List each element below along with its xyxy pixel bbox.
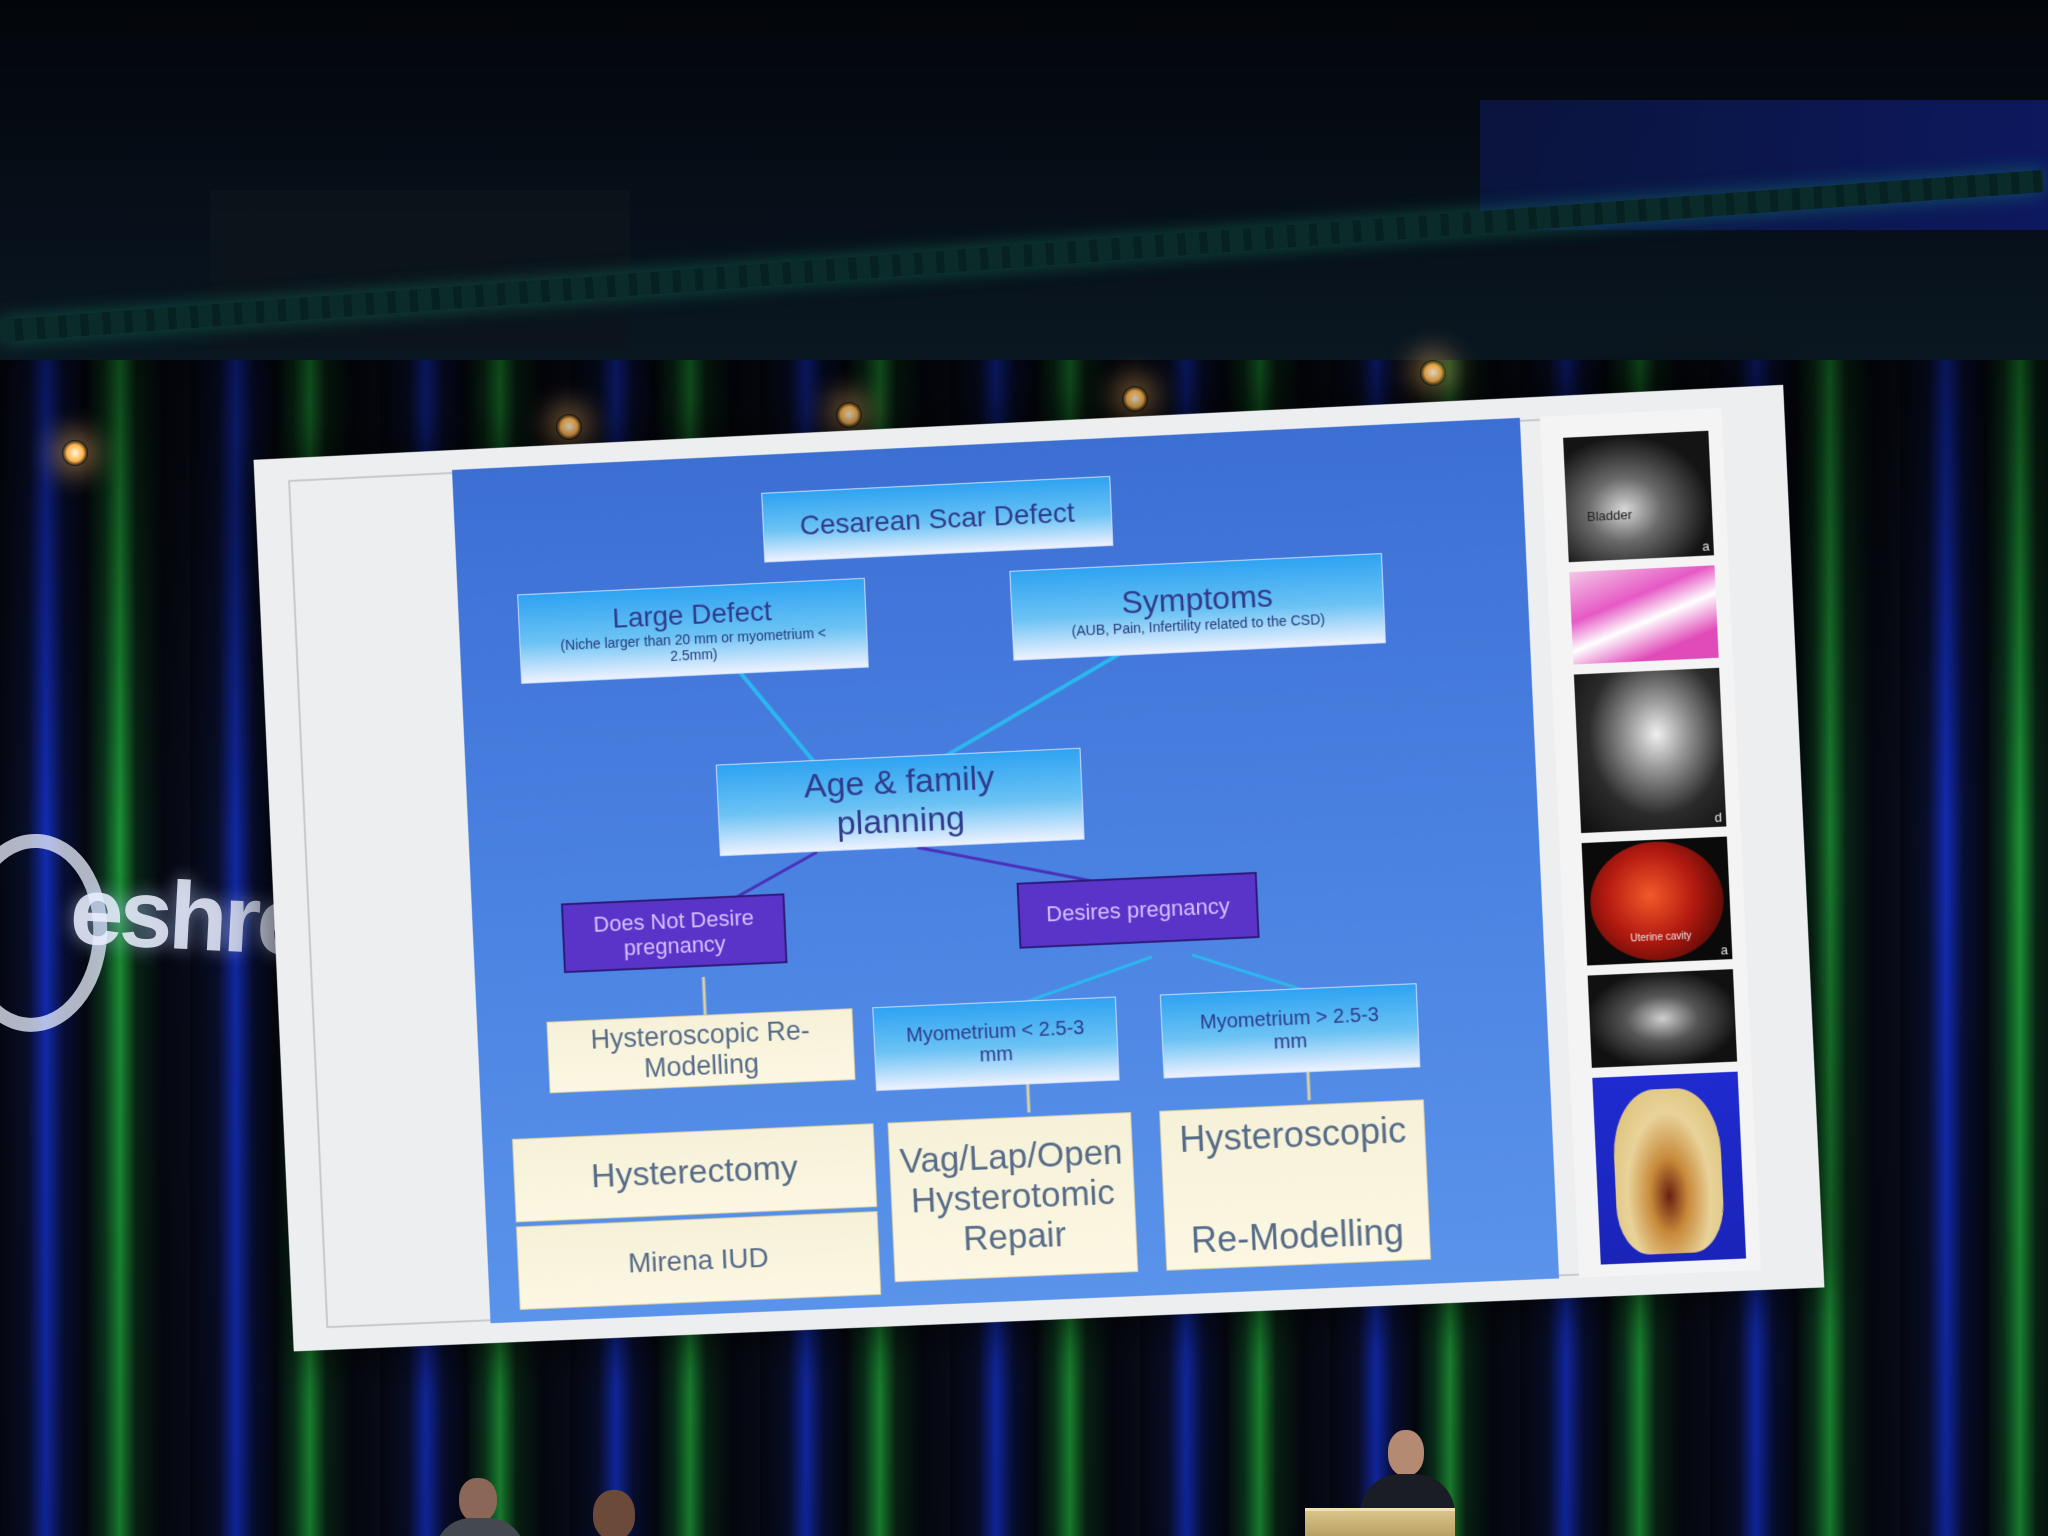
podium xyxy=(1305,1508,1455,1536)
node-myometrium-low: Myometrium < 2.5-3 mm xyxy=(872,996,1120,1092)
ceiling-panel xyxy=(210,190,630,350)
myo-high-label: Myometrium > 2.5-3 mm xyxy=(1199,1003,1380,1054)
hysteroscopic-large-line2: Re-Modelling xyxy=(1190,1210,1405,1261)
uterus-specimen xyxy=(1611,1086,1726,1256)
projection-screen: Cesarean Scar Defect Large Defect (Niche… xyxy=(253,384,1825,1352)
node-mirena-iud: Mirena IUD xyxy=(515,1211,882,1311)
stage-spotlight xyxy=(836,402,862,428)
node-desires-pregnancy: Desires pregnancy xyxy=(1016,871,1260,949)
connector-line xyxy=(1308,1070,1309,1100)
ultrasound-thumbnail xyxy=(1587,969,1738,1068)
node-does-not-desire: Does Not Desire pregnancy xyxy=(560,893,788,974)
hysteroscopy-view xyxy=(1587,838,1727,964)
hysterectomy-label: Hysterectomy xyxy=(590,1148,799,1196)
stage-spotlight xyxy=(1420,360,1446,386)
histology-thumbnail xyxy=(1569,565,1719,665)
remodelling-small-label: Hysteroscopic Re-Modelling xyxy=(589,1015,811,1084)
mri-label: Bladder xyxy=(1586,506,1633,525)
node-symptoms: Symptoms (AUB, Pain, Infertility related… xyxy=(1009,553,1386,661)
connector-lines xyxy=(452,418,1559,1113)
person-head xyxy=(593,1490,635,1536)
person-head xyxy=(459,1478,497,1522)
connector-line xyxy=(703,977,705,1017)
panelist xyxy=(435,1478,525,1536)
connector-line xyxy=(1022,957,1154,1003)
large-defect-detail: (Niche larger than 20 mm or myometrium <… xyxy=(560,624,827,665)
panelist xyxy=(585,1490,645,1536)
flowchart-slide: Cesarean Scar Defect Large Defect (Niche… xyxy=(451,417,1560,1324)
thumbnail-column: Bladder a d Uterine cavity a xyxy=(1539,407,1761,1278)
node-vag-lap-open-repair: Vag/Lap/Open Hysterotomic Repair xyxy=(887,1112,1139,1283)
not-desire-label: Does Not Desire pregnancy xyxy=(592,904,755,961)
mri-letter: a xyxy=(1701,538,1710,554)
vaglap-label: Vag/Lap/Open Hysterotomic Repair xyxy=(898,1132,1124,1259)
stage-spotlight xyxy=(556,414,582,440)
person-head xyxy=(1388,1430,1424,1476)
mri-thumbnail: Bladder a xyxy=(1563,430,1715,563)
node-large-defect: Large Defect (Niche larger than 20 mm or… xyxy=(517,577,869,684)
hysteroscopic-large-line1: Hysteroscopic xyxy=(1178,1109,1408,1161)
node-hysterectomy: Hysterectomy xyxy=(511,1123,878,1223)
mirena-label: Mirena IUD xyxy=(627,1241,770,1279)
connector-line xyxy=(1026,1082,1031,1113)
node-title: Cesarean Scar Defect xyxy=(799,496,1076,541)
node-hysteroscopic-remodelling-small: Hysteroscopic Re-Modelling xyxy=(546,1008,856,1094)
xray-letter: d xyxy=(1714,809,1723,825)
eshre-logo-projection: eshre xyxy=(0,812,309,1036)
age-family-label: Age & family planning xyxy=(803,758,996,843)
person-body xyxy=(435,1518,525,1536)
hysteroscopy-letter: a xyxy=(1720,942,1729,958)
specimen-thumbnail xyxy=(1592,1071,1747,1265)
stage-spotlight xyxy=(1122,386,1148,412)
desires-label: Desires pregnancy xyxy=(1045,893,1231,927)
node-myometrium-high: Myometrium > 2.5-3 mm xyxy=(1159,983,1421,1079)
hysteroscopy-thumbnail: Uterine cavity a xyxy=(1581,836,1733,966)
node-age-family-planning: Age & family planning xyxy=(715,747,1085,857)
myo-low-label: Myometrium < 2.5-3 mm xyxy=(905,1016,1085,1067)
xray-thumbnail: d xyxy=(1573,667,1727,834)
stage-spotlight xyxy=(62,440,88,466)
node-hysteroscopic-remodelling-large: Hysteroscopic Re-Modelling xyxy=(1159,1099,1432,1271)
